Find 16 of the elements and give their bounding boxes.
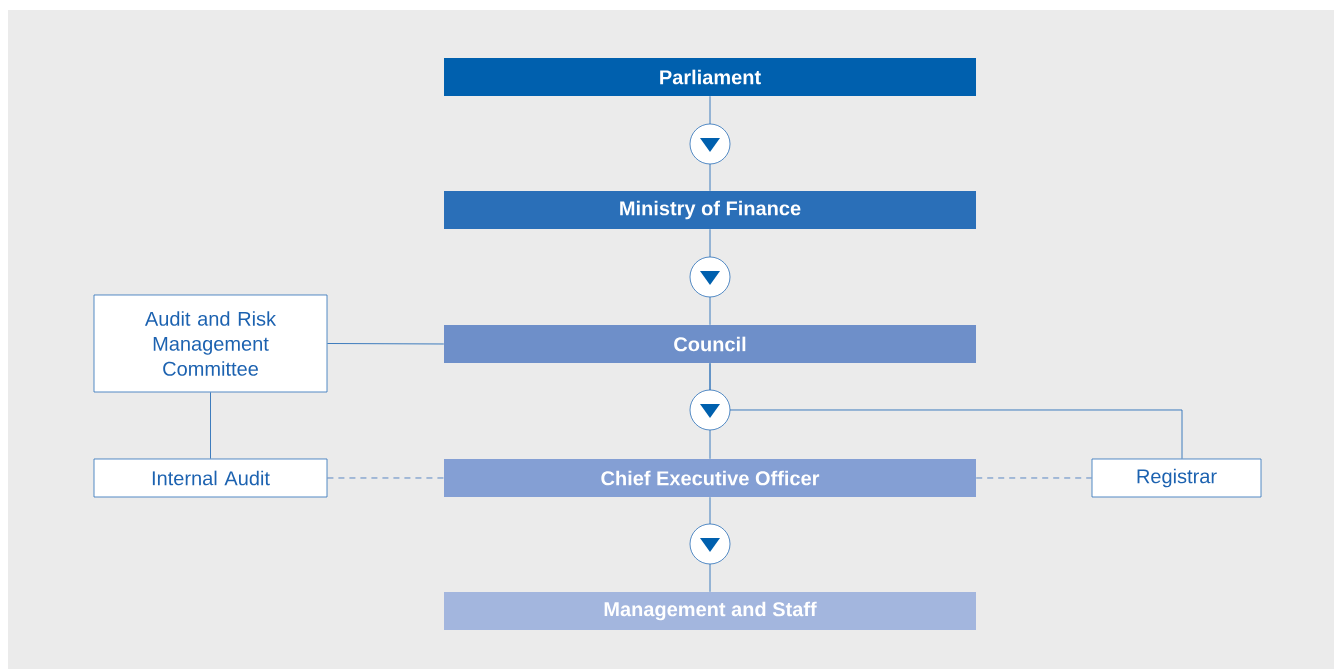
arrow — [689, 228, 731, 326]
connector-line — [210, 391, 211, 460]
dashed-connector — [326, 477, 445, 479]
org-box: Internal Audit — [93, 458, 328, 498]
org-band: Parliament — [444, 58, 976, 96]
connector-line — [326, 343, 445, 345]
org-band: Council — [444, 325, 976, 363]
org-box: Registrar — [1091, 458, 1262, 498]
arrow — [689, 362, 731, 460]
org-box: Audit and Risk Management Committee — [93, 294, 328, 393]
arrow — [689, 496, 731, 593]
org-band: Management and Staff — [444, 592, 976, 630]
dashed-connector — [975, 477, 1093, 479]
arrow — [689, 95, 731, 192]
org-band: Chief Executive Officer — [444, 459, 976, 497]
org-band: Ministry of Finance — [444, 191, 976, 229]
